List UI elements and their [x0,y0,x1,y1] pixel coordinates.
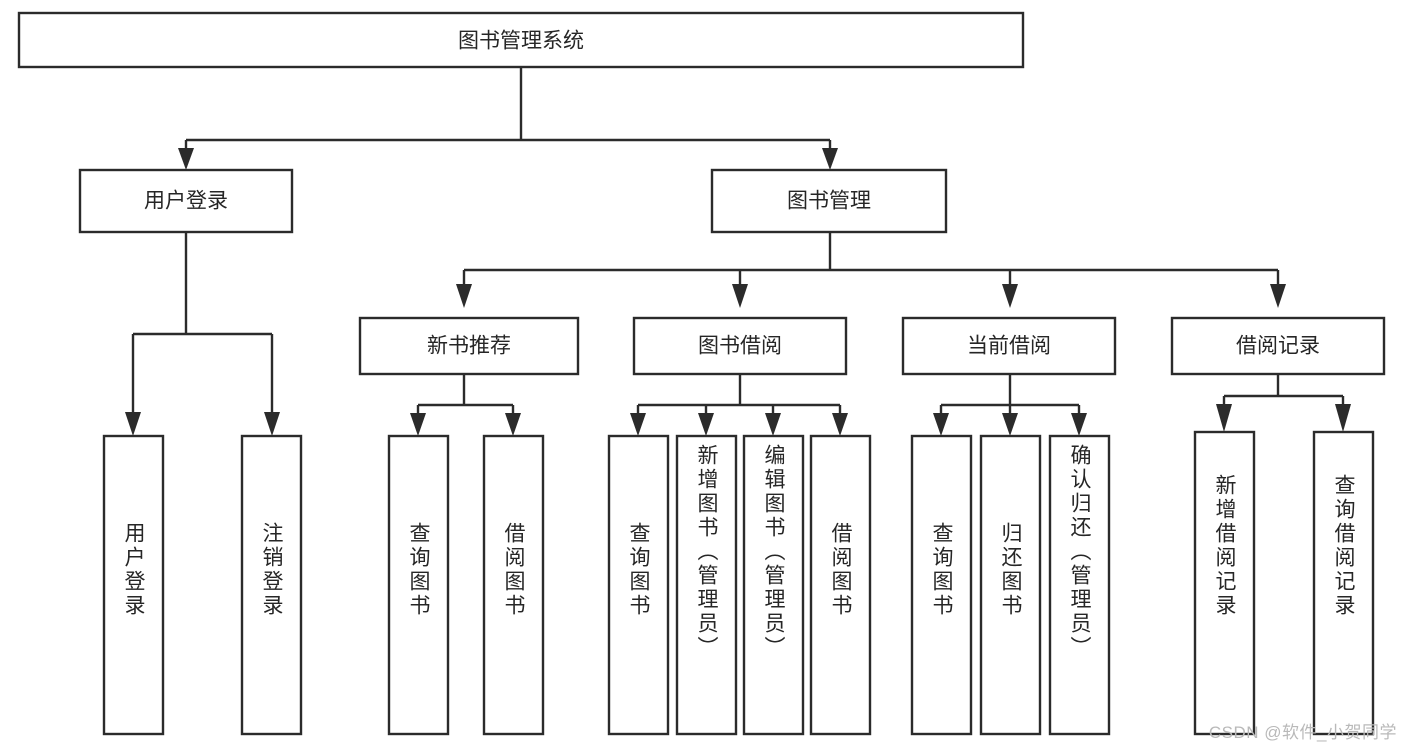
arrow-book-manage-to-new-book [456,284,472,308]
node-user-login-box[interactable] [78,168,294,234]
arrow-root-to-user-login [178,148,194,170]
node-root-box[interactable] [17,11,1025,69]
node-leaf-query-book-1-box[interactable] [387,434,450,736]
arrow-book-manage-to-current-borrow [1002,284,1018,308]
node-new-book-rec[interactable]: 新书推荐 [358,316,580,376]
arrow-book-manage-to-book-borrow [732,284,748,308]
node-book-manage-box[interactable] [710,168,948,234]
arrow-new-book-to-borrow [505,413,521,436]
connector-group-root [178,67,838,170]
node-leaf-query-record-box[interactable] [1312,430,1375,736]
node-borrow-record[interactable]: 借阅记录 [1170,316,1386,376]
node-book-manage-label: 图书管理 [787,190,871,213]
node-leaf-edit-book-box[interactable] [742,434,805,736]
node-current-borrow[interactable]: 当前借阅 [901,316,1117,376]
arrow-current-borrow-to-query [933,413,949,436]
node-leaf-borrow-book-1-box[interactable] [482,434,545,736]
connector-group-new-book-rec [410,374,521,436]
connector-group-user-login [125,232,280,436]
arrow-book-borrow-to-edit [765,413,781,436]
arrow-root-to-book-manage [822,148,838,170]
node-leaf-return-book-box[interactable] [979,434,1042,736]
node-root-label: 图书管理系统 [458,30,584,53]
arrow-book-borrow-to-query [630,413,646,436]
arrow-new-book-to-query [410,413,426,436]
node-book-borrow-box[interactable] [632,316,848,376]
node-current-borrow-label: 当前借阅 [967,335,1051,358]
arrow-borrow-record-to-add [1216,404,1232,432]
node-leaf-logout-box[interactable] [240,434,303,736]
node-borrow-record-label: 借阅记录 [1236,335,1320,358]
arrow-current-borrow-to-return [1002,413,1018,436]
connector-group-borrow-record [1216,374,1351,432]
node-borrow-record-box[interactable] [1170,316,1386,376]
node-leaf-query-book-3-box[interactable] [910,434,973,736]
node-user-login[interactable]: 用户登录 [78,168,294,234]
node-leaf-borrow-book-2-box[interactable] [809,434,872,736]
arrow-user-login-to-leaf-logout [264,412,280,436]
node-leaf-user-login-box[interactable] [102,434,165,736]
node-leaf-confirm-return-box[interactable] [1048,434,1111,736]
node-book-borrow[interactable]: 图书借阅 [632,316,848,376]
arrow-book-borrow-to-add [698,413,714,436]
node-user-login-label: 用户登录 [144,190,228,213]
node-book-borrow-label: 图书借阅 [698,335,782,358]
arrow-user-login-to-leaf-login [125,412,141,436]
arrow-borrow-record-to-query [1335,404,1351,432]
node-current-borrow-box[interactable] [901,316,1117,376]
node-book-manage[interactable]: 图书管理 [710,168,948,234]
node-new-book-rec-box[interactable] [358,316,580,376]
arrow-book-borrow-to-borrow [832,413,848,436]
arrow-current-borrow-to-confirm [1071,413,1087,436]
node-leaf-add-record-box[interactable] [1193,430,1256,736]
connector-group-current-borrow [933,374,1087,436]
node-new-book-rec-label: 新书推荐 [427,335,511,358]
connector-group-book-manage [456,232,1286,308]
connector-group-book-borrow [630,374,848,436]
node-leaf-query-book-2-box[interactable] [607,434,670,736]
csdn-watermark: CSDN @软件_小贺同学 [1208,723,1397,742]
arrow-book-manage-to-borrow-record [1270,284,1286,308]
node-leaf-add-book-box[interactable] [675,434,738,736]
node-root[interactable]: 图书管理系统 [17,11,1025,69]
